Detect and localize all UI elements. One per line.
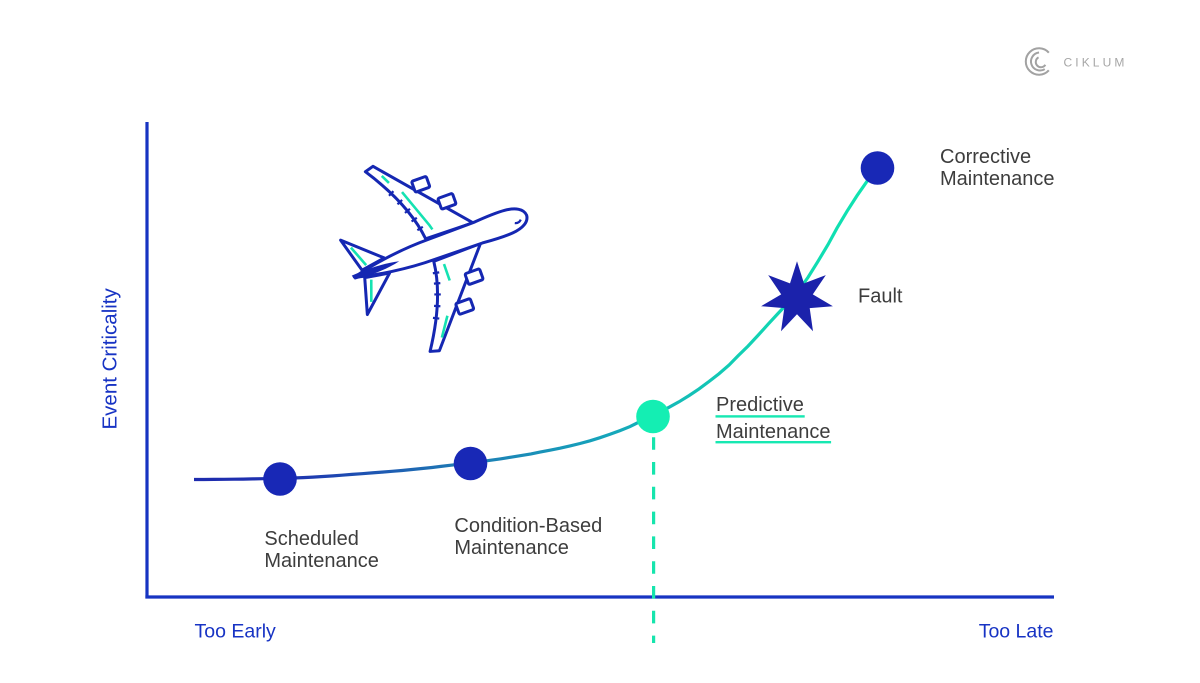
svg-text:Predictive: Predictive (716, 394, 804, 416)
svg-text:Corrective: Corrective (940, 146, 1031, 168)
svg-text:Event Criticality: Event Criticality (99, 287, 122, 429)
svg-text:Too Early: Too Early (195, 621, 277, 643)
svg-text:Fault: Fault (858, 286, 903, 308)
svg-text:Scheduled: Scheduled (264, 528, 359, 550)
svg-text:Condition-Based: Condition-Based (454, 515, 602, 537)
svg-text:Maintenance: Maintenance (940, 168, 1055, 190)
svg-text:Maintenance: Maintenance (454, 537, 569, 559)
svg-text:Maintenance: Maintenance (716, 421, 831, 443)
svg-text:Too Late: Too Late (979, 621, 1054, 643)
svg-text:Maintenance: Maintenance (264, 550, 379, 572)
svg-text:CIKLUM: CIKLUM (1064, 55, 1128, 69)
